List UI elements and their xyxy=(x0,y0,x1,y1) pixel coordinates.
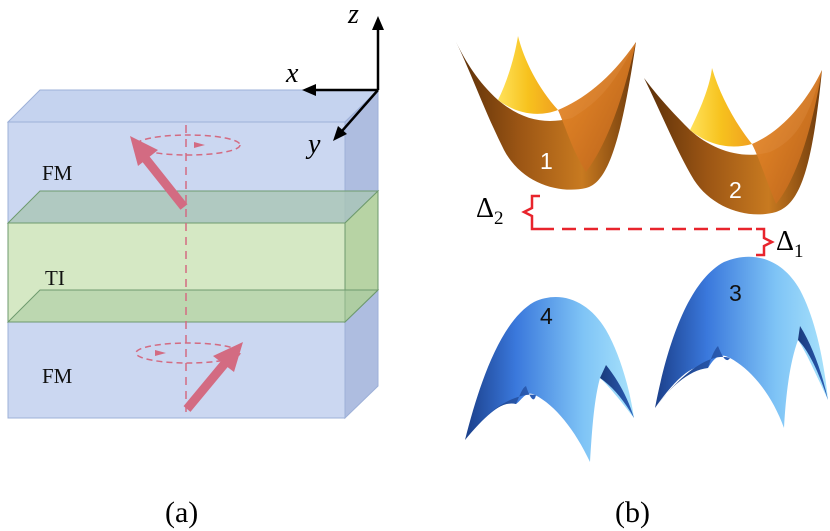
valence-band-3: 3 xyxy=(655,256,828,428)
top-spin-arrow xyxy=(130,136,188,210)
valence-band-4: 4 xyxy=(465,297,634,462)
fm-top-face xyxy=(6,89,380,123)
band-3-label: 3 xyxy=(729,280,742,306)
ti-label: TI xyxy=(45,266,65,290)
axis-y-label: y xyxy=(305,129,321,160)
coordinate-axes xyxy=(302,16,384,141)
conduction-band-1: 1 xyxy=(456,36,636,190)
gap-marker-delta-1 xyxy=(756,227,775,257)
ti-bottom-face xyxy=(6,289,380,323)
fm-top-label: FM xyxy=(42,161,73,185)
bottom-spin-arrow xyxy=(183,342,243,412)
delta-1-label: Δ1 xyxy=(776,226,804,262)
band-4-label: 4 xyxy=(540,303,553,329)
band-2-label: 2 xyxy=(729,177,742,203)
delta-2-subscript: 2 xyxy=(494,208,504,229)
delta-1-subscript: 1 xyxy=(794,241,804,262)
top-precession-ellipse xyxy=(135,134,241,156)
delta-2-label: Δ2 xyxy=(476,193,504,229)
delta-2-symbol: Δ xyxy=(476,193,494,224)
ti-top-face xyxy=(6,190,380,224)
ti-layer xyxy=(6,189,380,324)
caption-b: (b) xyxy=(615,496,650,529)
bottom-precession-ellipse xyxy=(135,342,241,364)
bottom-precession-arrowhead xyxy=(155,350,166,356)
delta-1-symbol: Δ xyxy=(776,226,794,257)
conduction-band-2: 2 xyxy=(644,68,822,215)
fm-bottom-label: FM xyxy=(42,364,73,388)
caption-a: (a) xyxy=(165,496,198,529)
gap-marker-delta-2 xyxy=(521,194,540,231)
panel-a: FM TI FM z x y (a) xyxy=(6,0,384,529)
axis-x-label: x xyxy=(285,58,299,89)
top-precession-arrowhead xyxy=(194,142,205,148)
band-1-label: 1 xyxy=(540,148,553,174)
axis-z-label: z xyxy=(347,0,359,30)
panel-b: 1 2 4 3 Δ2 Δ xyxy=(456,36,828,529)
